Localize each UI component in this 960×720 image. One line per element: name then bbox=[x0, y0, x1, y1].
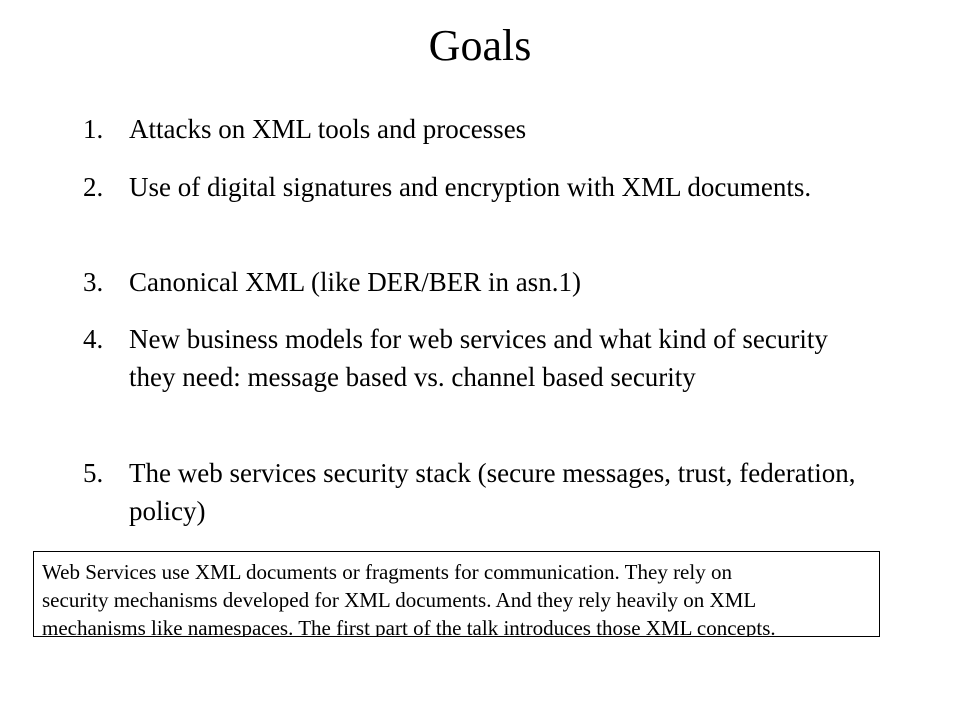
goal-number: 1. bbox=[83, 114, 104, 144]
goal-text: New business models for web services and… bbox=[129, 324, 828, 392]
goal-text: Attacks on XML tools and processes bbox=[129, 114, 527, 144]
goal-text: The web services security stack (secure … bbox=[129, 458, 856, 526]
goal-text: Use of digital signatures and encryption… bbox=[129, 172, 812, 202]
slide-title: Goals bbox=[428, 21, 532, 70]
goal-item-3: 3. Canonical XML (like DER/BER in asn.1) bbox=[83, 263, 883, 301]
goal-number: 3. bbox=[83, 267, 104, 297]
goal-number: 4. bbox=[83, 324, 104, 354]
note-line: security mechanisms developed for XML do… bbox=[42, 588, 757, 612]
goal-item-1: 1. Attacks on XML tools and processes bbox=[83, 110, 883, 148]
goal-item-2: 2. Use of digital signatures and encrypt… bbox=[83, 168, 883, 206]
goal-item-4: 4. New business models for web services … bbox=[83, 320, 883, 396]
note-line: Web Services use XML documents or fragme… bbox=[42, 560, 732, 584]
note-box: Web Services use XML documents or fragme… bbox=[33, 551, 880, 637]
goal-text: Canonical XML (like DER/BER in asn.1) bbox=[129, 267, 581, 297]
goal-item-5: 5. The web services security stack (secu… bbox=[83, 454, 883, 530]
note-line: mechanisms like namespaces. The first pa… bbox=[42, 616, 776, 637]
goal-number: 5. bbox=[83, 458, 104, 488]
goal-number: 2. bbox=[83, 172, 104, 202]
